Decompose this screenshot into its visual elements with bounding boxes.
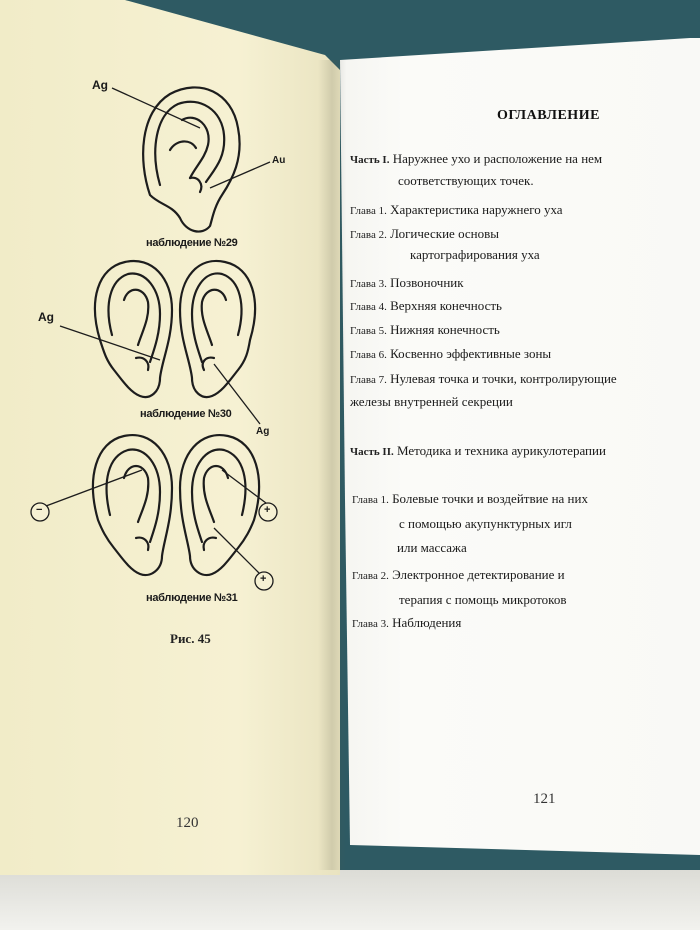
toc-entry-continuation: соответствующих точек. <box>398 173 534 188</box>
pointer-line-31-plus-bottom <box>213 527 261 575</box>
electrode-circle-minus <box>30 502 50 522</box>
toc-entry: Глава 7. Нулевая точка и точки, контроли… <box>350 371 617 387</box>
ear-31-left-drawing <box>91 433 174 577</box>
toc-entry-lead: Часть II. <box>350 446 394 458</box>
point-label-30-ag-right: Ag <box>256 426 270 437</box>
toc-entry-lead: Глава 6. <box>350 349 387 361</box>
point-label-29-ag: Ag <box>92 78 108 92</box>
toc-entry-text: Нижняя конечность <box>390 322 500 337</box>
observation-caption-31: наблюдение №31 <box>146 592 238 604</box>
toc-entry: Глава 3. Позвоночник <box>350 275 464 291</box>
toc-entry-lead: Глава 7. <box>350 374 387 386</box>
toc-entry-text: Электронное детектирование и <box>392 567 565 582</box>
electrode-circle-plus-bottom <box>254 571 274 591</box>
toc-entry-continuation: с помощью акупунктурных игл <box>399 516 572 531</box>
toc-entry-lead: Глава 3. <box>350 278 387 290</box>
toc-entry-lead: Глава 1. <box>350 205 387 217</box>
toc-entry: Глава 6. Косвенно эффективные зоны <box>350 346 551 362</box>
toc-entry-text: Косвенно эффективные зоны <box>390 346 552 361</box>
toc-entry-text: Методика и техника аурикулотерапии <box>397 443 606 458</box>
toc-entry-lead: Глава 4. <box>350 301 387 313</box>
toc-entry-lead: Глава 1. <box>352 494 389 506</box>
point-label-31-plus-top: + <box>264 504 271 516</box>
ear-30-left-drawing <box>93 259 174 399</box>
toc-entry: Часть I. Наружнее ухо и расположение на … <box>350 151 602 167</box>
toc-entry-continuation: картографирования уха <box>410 247 540 262</box>
pointer-line-30-ag-right <box>213 363 261 425</box>
toc-entry-text: Наружнее ухо и расположение на нем <box>392 151 603 166</box>
toc-entry-lead: Глава 2. <box>350 229 387 241</box>
toc-entry-lead: Глава 5. <box>350 325 387 337</box>
ear-30-right-drawing <box>178 259 257 399</box>
toc-entry-text: Болевые точки и воздейтвие на них <box>392 491 588 506</box>
point-label-31-plus-bottom: + <box>260 573 267 585</box>
right-page <box>340 38 700 855</box>
observation-caption-30: наблюдение №30 <box>140 408 232 420</box>
toc-entry-text: Логические основы <box>390 226 499 241</box>
toc-entry-text: Верхняя конечность <box>390 298 502 313</box>
pointer-line-29-ag <box>111 87 201 129</box>
pointer-line-29-au <box>209 161 271 189</box>
observation-caption-29: наблюдение №29 <box>146 237 238 249</box>
toc-entry: Глава 2. Электронное детектирование и <box>352 567 565 583</box>
toc-entry: Часть II. Методика и техника аурикулотер… <box>350 443 606 459</box>
ear-29-drawing <box>142 86 241 233</box>
toc-entry: Глава 4. Верхняя конечность <box>350 298 502 314</box>
electrode-circle-plus-top <box>258 502 278 522</box>
point-label-29-au: Au <box>272 155 286 166</box>
toc-entry-continuation: терапия с помощь микротоков <box>399 592 567 607</box>
toc-entry-text: Наблюдения <box>392 615 462 630</box>
toc-entry: Глава 2. Логические основы <box>350 226 499 242</box>
right-page-number: 121 <box>533 791 556 807</box>
toc-entry: Глава 1. Характеристика наружнего уха <box>350 202 563 218</box>
pointer-line-31-plus-top <box>221 469 267 504</box>
left-page-number: 120 <box>176 815 199 831</box>
book-spine <box>318 60 346 870</box>
toc-title: ОГЛАВЛЕНИЕ <box>497 108 600 123</box>
ear-31-right-drawing <box>178 433 261 577</box>
toc-entry: Глава 5. Нижняя конечность <box>350 322 500 338</box>
toc-entry-text: Нулевая точка и точки, контролирующие <box>390 371 617 386</box>
toc-entry-text: Характеристика наружнего уха <box>390 202 563 217</box>
toc-entry-lead: Часть I. <box>350 154 390 166</box>
toc-entry-lead: Глава 2. <box>352 570 389 582</box>
toc-entry: Глава 3. Наблюдения <box>352 615 461 631</box>
toc-entry-continuation: или массажа <box>397 540 467 555</box>
toc-entry: Глава 1. Болевые точки и воздейтвие на н… <box>352 491 588 507</box>
toc-entry-continuation: железы внутренней секреции <box>350 394 513 409</box>
point-label-30-ag-left: Ag <box>38 310 54 324</box>
pointer-line-31-minus <box>45 469 143 507</box>
left-page <box>0 0 340 875</box>
toc-entry-text: Позвоночник <box>390 275 464 290</box>
point-label-31-minus: − <box>36 504 43 516</box>
table-surface <box>0 870 700 930</box>
figure-caption: Рис. 45 <box>170 631 211 646</box>
toc-entry-lead: Глава 3. <box>352 618 389 630</box>
pointer-line-30-ag-left <box>59 325 161 361</box>
